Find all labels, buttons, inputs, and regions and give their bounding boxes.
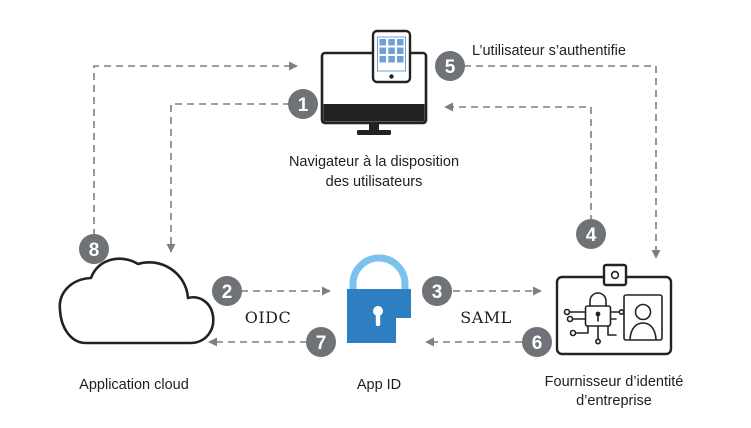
id-badge-icon bbox=[555, 263, 673, 356]
svg-text:7: 7 bbox=[316, 333, 327, 354]
svg-text:5: 5 bbox=[445, 57, 456, 78]
browser-label-line2: des utilisateurs bbox=[326, 174, 423, 190]
svg-text:1: 1 bbox=[298, 95, 309, 116]
app-id-label: App ID bbox=[357, 377, 401, 393]
oidc-label: OIDC bbox=[245, 308, 292, 327]
flow-1-line bbox=[166, 103, 290, 253]
step-badge-4: 4 bbox=[576, 219, 606, 249]
saml-label: SAML bbox=[460, 308, 512, 327]
svg-text:4: 4 bbox=[586, 225, 597, 246]
svg-text:6: 6 bbox=[532, 333, 543, 354]
step-badge-8: 8 bbox=[79, 234, 109, 264]
step-badge-1: 1 bbox=[288, 89, 318, 119]
step-badge-3: 3 bbox=[422, 276, 452, 306]
cloud-app-label: Application cloud bbox=[79, 377, 189, 393]
step-badge-7: 7 bbox=[306, 327, 336, 357]
flow-4-line bbox=[444, 102, 592, 222]
app-id-lock-icon bbox=[347, 254, 411, 343]
flow-5-line bbox=[464, 65, 661, 259]
step-badge-6: 6 bbox=[522, 327, 552, 357]
idp-label-line2: d’entreprise bbox=[576, 393, 652, 409]
idp-label-line1: Fournisseur d’identité bbox=[545, 374, 684, 390]
svg-text:8: 8 bbox=[89, 240, 100, 261]
step-badge-2: 2 bbox=[212, 276, 242, 306]
step-badge-5: 5 bbox=[435, 51, 465, 81]
authenticate-annotation: L’utilisateur s’authentifie bbox=[472, 43, 626, 59]
svg-text:3: 3 bbox=[432, 282, 443, 303]
tablet-icon bbox=[371, 29, 412, 84]
cloud-icon bbox=[58, 257, 215, 345]
flow-8-line bbox=[93, 61, 298, 236]
svg-text:2: 2 bbox=[222, 282, 233, 303]
browser-label-line1: Navigateur à la disposition bbox=[289, 154, 459, 170]
